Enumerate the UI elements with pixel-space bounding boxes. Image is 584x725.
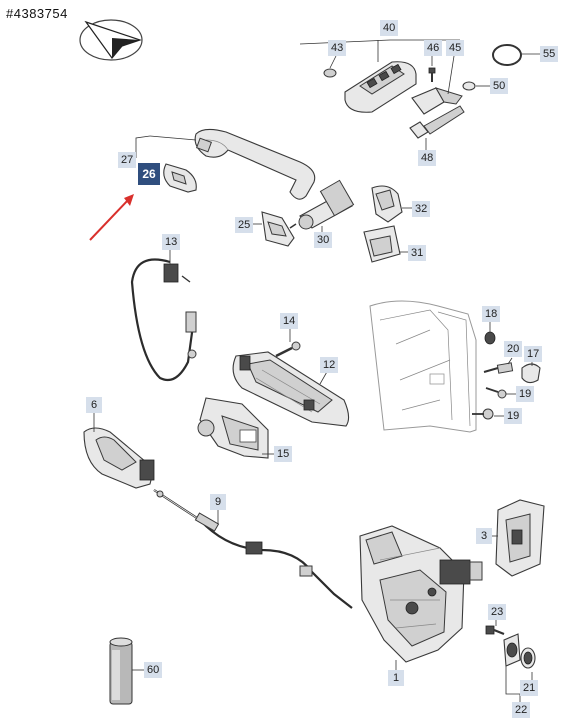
handle-carrier-part bbox=[232, 351, 350, 427]
cap-17-part bbox=[521, 363, 541, 384]
o-ring-part bbox=[492, 44, 522, 66]
callout-27[interactable]: 27 bbox=[118, 152, 137, 168]
callout-45[interactable]: 45 bbox=[446, 40, 465, 56]
key-fob-part bbox=[344, 61, 417, 113]
highlight-arrow-icon bbox=[89, 194, 134, 241]
callout-6[interactable]: 6 bbox=[86, 397, 102, 413]
exterior-door-handle-part bbox=[194, 128, 316, 200]
door-frame-panel-part bbox=[369, 300, 477, 433]
bowden-cable-9-part bbox=[153, 489, 353, 609]
callout-1[interactable]: 1 bbox=[388, 670, 404, 686]
callout-17[interactable]: 17 bbox=[524, 346, 543, 362]
screw-19a-part bbox=[485, 387, 507, 399]
screw-46-part bbox=[428, 67, 436, 82]
callout-23[interactable]: 23 bbox=[488, 604, 507, 620]
bowden-cable-13-part bbox=[130, 258, 197, 382]
bolt-20-part bbox=[483, 362, 514, 374]
callout-22[interactable]: 22 bbox=[512, 702, 531, 718]
callout-13[interactable]: 13 bbox=[162, 234, 181, 250]
callout-15[interactable]: 15 bbox=[274, 446, 293, 462]
callout-20[interactable]: 20 bbox=[504, 341, 523, 357]
screw-19b-part bbox=[472, 408, 494, 420]
callout-32[interactable]: 32 bbox=[412, 201, 431, 217]
cap-32-part bbox=[371, 185, 403, 223]
cover-cap-part bbox=[261, 211, 295, 247]
callout-26-highlighted[interactable]: 26 bbox=[138, 163, 160, 185]
callout-9[interactable]: 9 bbox=[210, 494, 226, 510]
callout-60[interactable]: 60 bbox=[144, 662, 163, 678]
reference-number: #4383754 bbox=[6, 6, 68, 21]
callout-19-upper[interactable]: 19 bbox=[516, 386, 535, 402]
callout-21[interactable]: 21 bbox=[520, 680, 539, 696]
callout-25[interactable]: 25 bbox=[235, 217, 254, 233]
bracket-part bbox=[495, 499, 545, 577]
callout-18[interactable]: 18 bbox=[482, 306, 501, 322]
callout-31[interactable]: 31 bbox=[408, 245, 427, 261]
callout-46[interactable]: 46 bbox=[424, 40, 443, 56]
battery-part bbox=[323, 68, 476, 91]
emergency-key-part bbox=[409, 105, 465, 139]
cap-31-part bbox=[363, 225, 401, 263]
callout-43[interactable]: 43 bbox=[328, 40, 347, 56]
bolt-23-part bbox=[485, 625, 505, 636]
lock-cylinder-part bbox=[289, 179, 355, 230]
callout-50[interactable]: 50 bbox=[490, 78, 509, 94]
key-blade-part bbox=[411, 87, 463, 115]
mount-plate-part bbox=[197, 397, 269, 459]
lubricant-tube-part bbox=[109, 637, 133, 705]
interior-handle-part bbox=[83, 427, 155, 489]
callout-14[interactable]: 14 bbox=[280, 313, 299, 329]
callout-30[interactable]: 30 bbox=[314, 232, 333, 248]
door-lock-actuator-part bbox=[359, 525, 483, 663]
handle-gasket-part bbox=[163, 163, 197, 193]
callout-55[interactable]: 55 bbox=[540, 46, 559, 62]
callout-48[interactable]: 48 bbox=[418, 150, 437, 166]
callout-19-lower[interactable]: 19 bbox=[504, 408, 523, 424]
striker-plate-part bbox=[503, 633, 536, 669]
callout-40[interactable]: 40 bbox=[380, 20, 399, 36]
grommet-18-part bbox=[484, 331, 496, 345]
compass-logo-icon bbox=[79, 19, 143, 61]
callout-12[interactable]: 12 bbox=[320, 357, 339, 373]
callout-3[interactable]: 3 bbox=[476, 528, 492, 544]
bolt-14-part bbox=[275, 341, 301, 358]
